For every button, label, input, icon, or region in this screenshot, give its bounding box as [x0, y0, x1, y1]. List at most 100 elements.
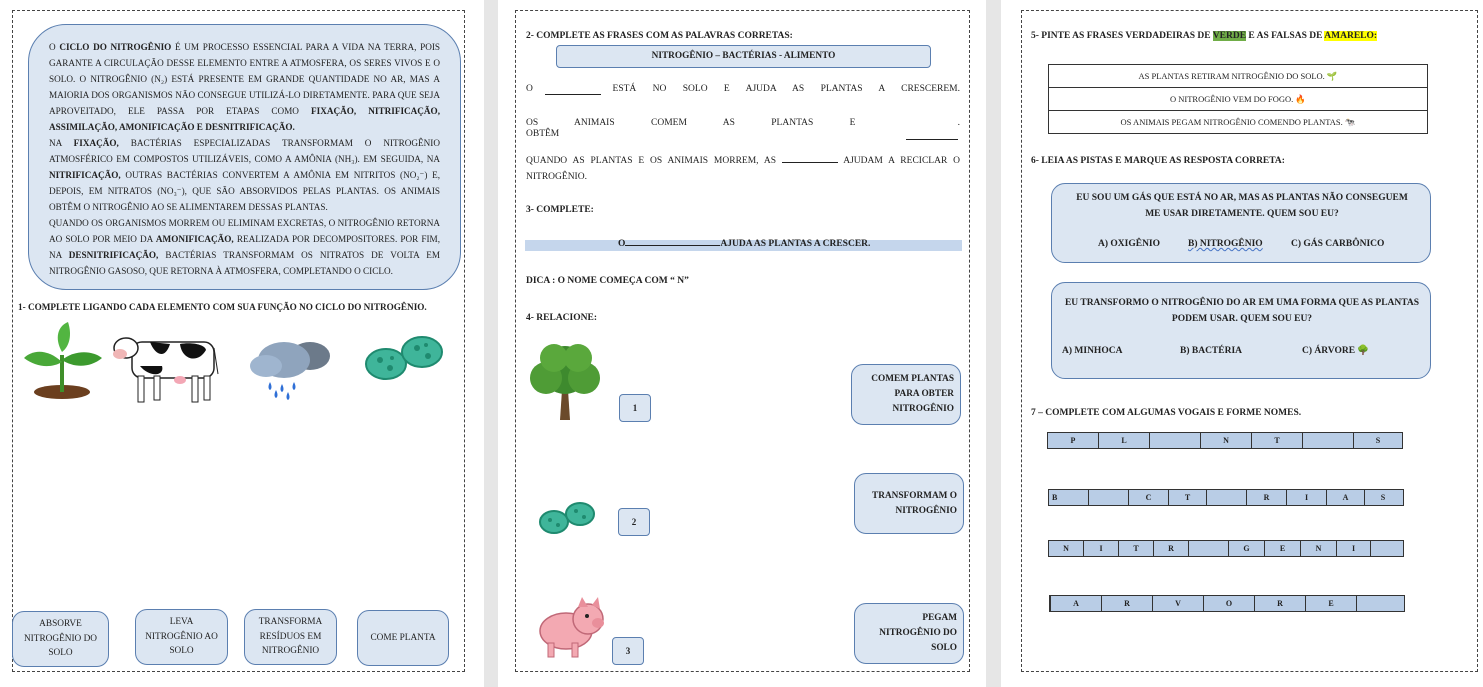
tip-text: DICA : O NOME COMEÇA COM “ N”	[526, 276, 689, 286]
option-b[interactable]: B) NITROGÊNIO	[1188, 239, 1263, 249]
question-6-heading: 6- LEIA AS PISTAS E MARQUE AS RESPOSTA C…	[1031, 156, 1285, 166]
letter-cell[interactable]: L	[1099, 433, 1150, 448]
letter-cell[interactable]: G	[1229, 541, 1265, 556]
pig-icon	[539, 597, 604, 658]
letter-cell[interactable]	[1089, 490, 1129, 505]
sentence-text: OS ANIMAIS COMEM AS PLANTAS E OBTÊM	[526, 118, 856, 139]
sentence-text: .	[957, 118, 960, 128]
function-box-1: ABSORVE NITROGÊNIO DO SOLO	[12, 611, 109, 667]
option-c[interactable]: C) ÁRVORE 🌳	[1302, 346, 1370, 356]
tree-icon	[530, 344, 600, 420]
sentence-text: QUANDO AS PLANTAS E OS ANIMAIS MORREM, A…	[526, 156, 777, 166]
letter-cell[interactable]: E	[1265, 541, 1301, 556]
word-bank: NITROGÊNIO – BACTÉRIAS - ALIMENTO	[556, 45, 931, 68]
letter-cell[interactable]: O	[1204, 596, 1255, 611]
sentence-4-text: O AJUDA AS PLANTAS A CRESCER.	[618, 239, 870, 250]
letter-cell[interactable]: T	[1252, 433, 1303, 448]
letter-cell[interactable]: T	[1169, 490, 1207, 505]
rain-cloud-icon	[250, 342, 330, 400]
option-c[interactable]: C) GÁS CARBÔNICO	[1291, 239, 1385, 249]
sentence-text: AJUDA AS PLANTAS A CRESCER.	[720, 239, 871, 249]
statement-cell[interactable]: AS PLANTAS RETIRAM NITROGÊNIO DO SOLO. 🌱	[1048, 64, 1428, 88]
question-4-heading: 4- RELACIONE:	[526, 313, 597, 323]
page-1: O CICLO DO NITROGÊNIO É UM PROCESSO ESSE…	[0, 0, 484, 687]
letter-cell[interactable]: P	[1048, 433, 1099, 448]
intro-bold: AMONIFICAÇÃO,	[155, 234, 234, 244]
function-box-3: TRANSFORMA RESÍDUOS EM NITROGÊNIO	[244, 609, 337, 665]
blank-line[interactable]	[781, 162, 838, 163]
letter-cell[interactable]: I	[1287, 490, 1327, 505]
page-3: 5- PINTE AS FRASES VERDADEIRAS DE VERDE …	[1001, 0, 1483, 687]
intro-text: QUANDO OS ORGANISMOS MORREM OU ELIMINAM …	[49, 218, 440, 244]
letter-cell[interactable]: N	[1049, 541, 1084, 556]
intro-bold: CICLO DO NITROGÊNIO	[59, 42, 172, 52]
question-7-heading: 7 – COMPLETE COM ALGUMAS VOGAIS E FORME …	[1031, 408, 1302, 418]
statement-cell[interactable]: OS ANIMAIS PEGAM NITROGÊNIO COMENDO PLAN…	[1048, 110, 1428, 134]
intro-text: REALIZADA POR DECOMPOSITORES. POR FIM, N…	[49, 234, 440, 260]
intro-text: É UM PROCESSO ESSENCIAL PARA A VIDA NA T…	[49, 42, 440, 116]
letter-cell[interactable]: S	[1380, 493, 1386, 502]
letter-cell[interactable]: I	[1337, 541, 1371, 556]
intro-text: OUTRAS BACTÉRIAS CONVERTEM A AMÔNIA EM N…	[49, 170, 440, 212]
question-2-heading: 2- COMPLETE AS FRASES COM AS PALAVRAS CO…	[526, 31, 793, 41]
letter-cell[interactable]: R	[1247, 490, 1287, 505]
number-box-1[interactable]: 1	[619, 394, 651, 422]
intro-text: O	[49, 42, 60, 52]
clue-box-1: EU SOU UM GÁS QUE ESTÁ NO AR, MAS AS PLA…	[1051, 183, 1431, 263]
letter-cell[interactable]	[1150, 433, 1201, 448]
letter-cell[interactable]: A	[1051, 596, 1102, 611]
relate-box-1: COMEM PLANTAS PARA OBTER NITROGÊNIO	[851, 364, 961, 425]
intro-text: BACTÉRIAS ESPECIALIZADAS TRANSFORMAM O N…	[49, 138, 440, 164]
question-3-heading: 3- COMPLETE:	[526, 205, 594, 215]
number-box-2[interactable]: 2	[618, 508, 650, 536]
letter-cell[interactable]: V	[1153, 596, 1204, 611]
letter-cell[interactable]	[1189, 541, 1229, 556]
option-b[interactable]: B) BACTÉRIA	[1180, 346, 1243, 356]
letter-cell[interactable]	[1050, 596, 1051, 611]
intro-bold: DESNITRIFICAÇÃO,	[68, 250, 159, 260]
heading-text: 5- PINTE AS FRASES VERDADEIRAS DE	[1031, 31, 1213, 41]
sentence-2: OS ANIMAIS COMEM AS PLANTAS E OBTÊM.	[526, 118, 960, 140]
heading-text: E AS FALSAS DE	[1246, 31, 1325, 41]
letter-cell[interactable]	[1371, 541, 1403, 556]
letter-cell[interactable]: B	[1049, 490, 1089, 505]
letter-cell[interactable]: S	[1375, 436, 1381, 445]
page-border	[12, 10, 465, 672]
blank-line[interactable]	[906, 118, 958, 140]
relate-box-2: TRANSFORMAM O NITROGÊNIO	[854, 473, 964, 534]
sentence-text: O	[618, 239, 626, 249]
sentence-text: AJUDAM A RECICLAR O NITROGÊNIO.	[526, 156, 960, 182]
option-a[interactable]: A) MINHOCA	[1062, 346, 1123, 356]
true-false-table: AS PLANTAS RETIRAM NITROGÊNIO DO SOLO. 🌱…	[1048, 64, 1428, 134]
bacteria-icon	[365, 336, 443, 380]
number-box-3[interactable]: 3	[612, 637, 644, 665]
letter-cell[interactable]: R	[1255, 596, 1306, 611]
page-2: 2- COMPLETE AS FRASES COM AS PALAVRAS CO…	[498, 0, 986, 687]
letter-cell[interactable]: T	[1119, 541, 1154, 556]
letter-cell[interactable]: C	[1129, 490, 1169, 505]
option-a[interactable]: A) OXIGÊNIO	[1098, 239, 1161, 249]
blank-line[interactable]	[544, 84, 601, 95]
letter-cell[interactable]	[1357, 596, 1404, 611]
letter-cell[interactable]	[1207, 490, 1247, 505]
letter-cell[interactable]: N	[1201, 433, 1252, 448]
intro-bold: FIXAÇÃO, NITRIFICAÇÃO, ASSIMILAÇÃO, AMON…	[49, 106, 441, 132]
sentence-4	[525, 240, 962, 251]
letter-cell[interactable]: R	[1102, 596, 1153, 611]
function-box-2: LEVA NITROGÊNIO AO SOLO	[135, 609, 228, 665]
statement-cell[interactable]: O NITROGÊNIO VEM DO FOGO. 🔥	[1048, 87, 1428, 111]
letter-cell[interactable]: R	[1154, 541, 1189, 556]
letter-cell[interactable]: A	[1327, 490, 1365, 505]
page-border	[1021, 10, 1478, 672]
letter-cell[interactable]: N	[1301, 541, 1337, 556]
question-5-heading: 5- PINTE AS FRASES VERDADEIRAS DE VERDE …	[1031, 31, 1378, 42]
letter-cell[interactable]	[1303, 433, 1354, 448]
letter-cell[interactable]: I	[1084, 541, 1119, 556]
letter-cell[interactable]: E	[1306, 596, 1357, 611]
blank-line[interactable]	[625, 245, 721, 246]
page-border	[515, 10, 970, 672]
